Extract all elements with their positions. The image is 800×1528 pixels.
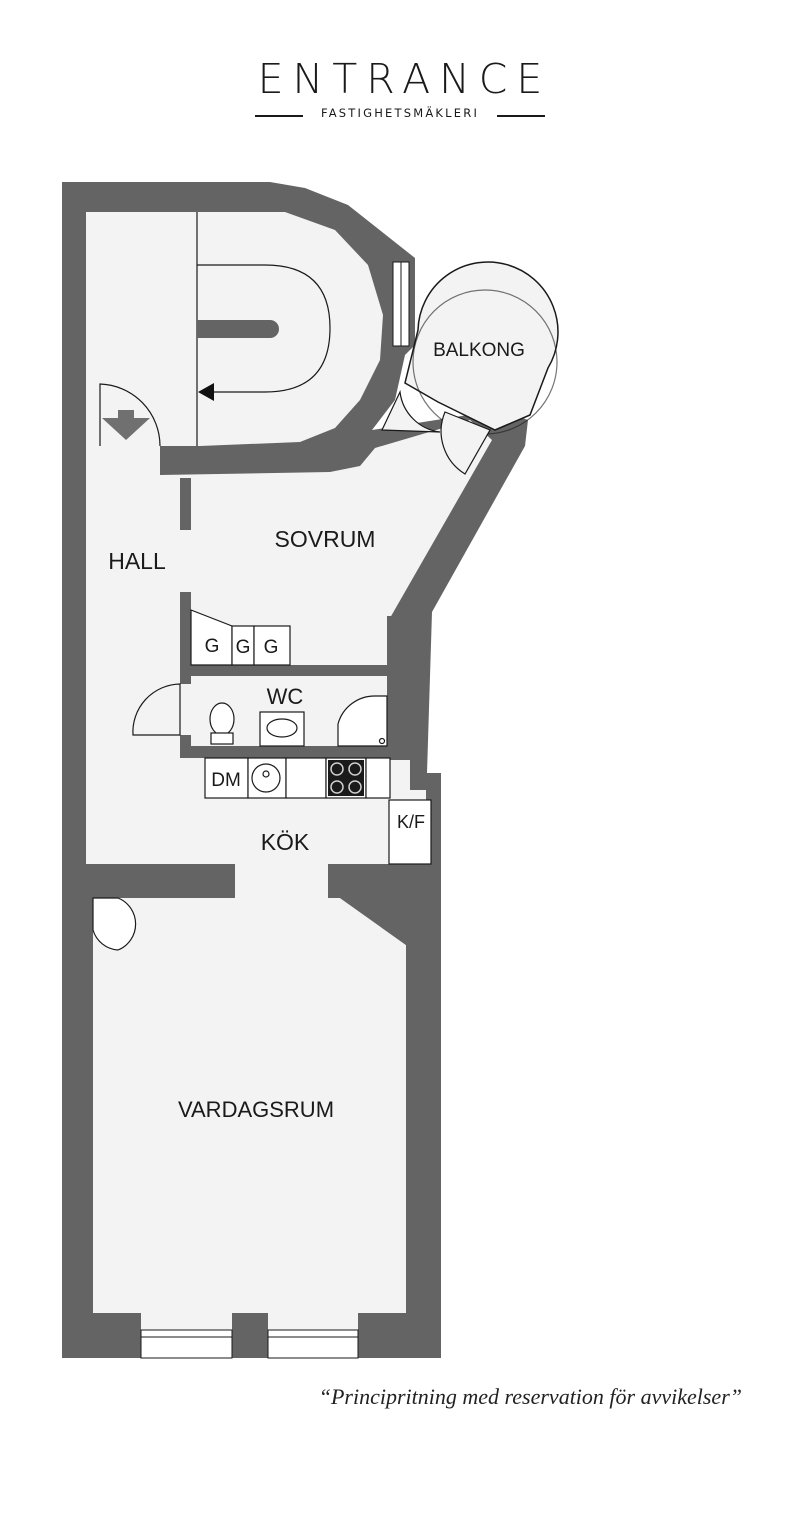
balcony [404,261,559,435]
brand-tagline-row: FASTIGHETSMÄKLERI [255,106,545,124]
wardrobe-label-3: G [264,637,279,658]
room-label-vardagsrum: VARDAGSRUM [178,1097,334,1122]
floor-stairwell [86,212,383,475]
wardrobes [190,609,291,666]
tiled-stove-icon [92,897,137,951]
brand-tagline: FASTIGHETSMÄKLERI [320,106,480,120]
shower-icon [337,695,388,747]
tagline-rule-left [255,115,303,117]
kitchen-sink-icon [251,763,281,793]
stair-window [392,261,410,347]
wc-sink-icon [259,711,305,747]
balcony-doors [381,389,491,475]
room-label-hall: HALL [108,548,166,574]
fridge-freezer-label: K/F [397,812,425,832]
wc-label: WC [267,684,304,709]
wardrobe-label-2: G [236,637,251,658]
dishwasher-label: DM [211,770,241,791]
wc-door [132,683,181,736]
room-label-sovrum: SOVRUM [275,526,376,552]
stair-core [197,320,279,338]
stair-direction-arrow-icon [198,383,214,401]
wardrobe-label-1: G [205,636,220,657]
floor-areas [86,212,492,1335]
disclaimer-note: “Principritning med reservation för avvi… [318,1384,742,1409]
fridge-freezer [388,799,432,865]
room-label-kok: KÖK [261,829,310,855]
brand-logo: ENTRANCE FASTIGHETSMÄKLERI [0,56,800,124]
toilet-icon [209,702,235,745]
floor-vardagsrum [93,898,406,1335]
staircase [196,212,331,446]
entrance-arrow-icon [102,410,150,440]
wc-fixtures [132,683,388,747]
tagline-rule-right [497,115,545,117]
brand-name: ENTRANCE [257,55,552,103]
room-label-balkong: BALKONG [433,340,525,361]
living-room-windows [140,1329,359,1359]
floor-kitchen-opening [235,860,328,902]
stove-icon [328,760,364,796]
